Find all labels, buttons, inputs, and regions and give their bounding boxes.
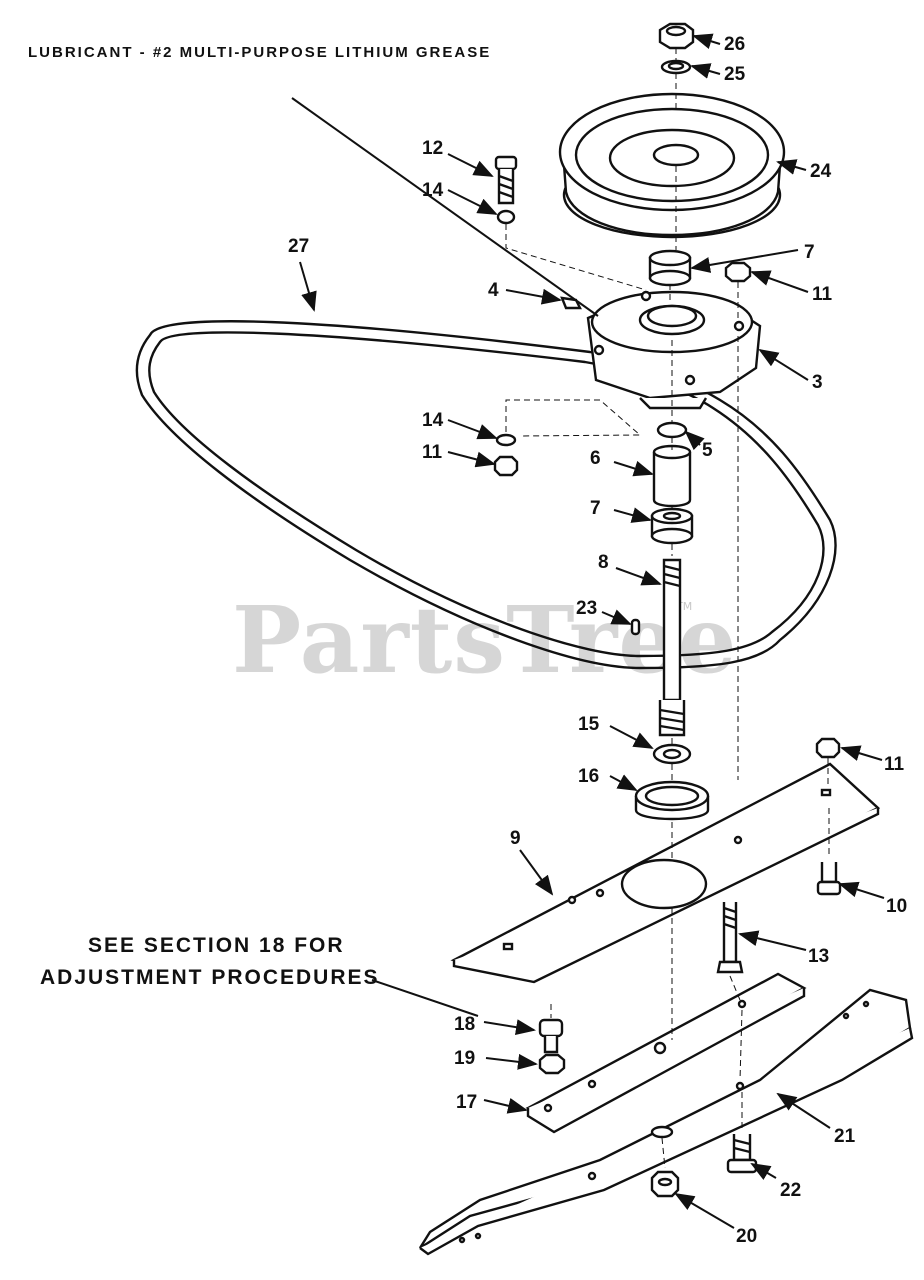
part-20-nut <box>650 1170 680 1198</box>
callout-9: 9 <box>510 828 521 849</box>
part-14-washer-lower <box>495 433 517 447</box>
callout-13: 13 <box>808 946 829 967</box>
part-12-bolt <box>494 155 518 205</box>
part-4-grease-fitting <box>560 296 582 310</box>
part-11-nut-upper <box>724 261 752 283</box>
see-section-note-line1: SEE SECTION 18 FOR <box>88 934 345 957</box>
part-13-bolt <box>716 902 744 974</box>
callout-16: 16 <box>578 766 599 787</box>
part-5-snap-ring <box>656 421 688 439</box>
callout-5: 5 <box>702 440 713 461</box>
callout-27: 27 <box>288 236 309 257</box>
callout-10: 10 <box>886 896 907 917</box>
part-10-bolt <box>816 862 842 896</box>
part-9-plate <box>450 762 881 984</box>
callout-22: 22 <box>780 1180 801 1201</box>
assembly-guide-lines <box>505 48 830 1169</box>
part-7-bearing-upper <box>648 249 692 287</box>
callout-labels: 26 25 24 12 14 27 7 4 11 3 14 11 5 6 7 8… <box>288 34 907 1247</box>
callout-14: 14 <box>422 180 444 201</box>
callout-11: 11 <box>812 284 833 305</box>
watermark-text: PartsTree <box>232 586 738 694</box>
part-27-belt <box>135 320 837 670</box>
part-3-housing <box>586 290 762 410</box>
part-24-pulley <box>558 92 786 239</box>
part-14-washer-upper <box>496 209 516 225</box>
part-21-blade <box>418 988 914 1256</box>
part-26-nut <box>658 22 695 50</box>
part-17-stiffener <box>525 972 807 1134</box>
callout-11: 11 <box>422 442 443 463</box>
see-section-note-line2: ADJUSTMENT PROCEDURES <box>40 966 380 989</box>
part-11-nut-lower <box>493 455 519 477</box>
callout-15: 15 <box>578 714 600 735</box>
part-6-spacer <box>652 444 692 508</box>
callout-7: 7 <box>590 498 601 519</box>
part-11-nut-right <box>815 737 841 759</box>
part-25-washer <box>660 59 692 75</box>
callout-12: 12 <box>422 138 443 159</box>
part-23-key <box>630 618 641 636</box>
callout-7: 7 <box>804 242 815 263</box>
callout-19: 19 <box>454 1048 475 1069</box>
part-18-bolt <box>538 1018 564 1054</box>
callout-11: 11 <box>884 754 905 775</box>
callout-24: 24 <box>810 161 832 182</box>
part-22-bolt <box>726 1134 758 1174</box>
callout-8: 8 <box>598 552 609 573</box>
callout-26: 26 <box>724 34 745 55</box>
callout-3: 3 <box>812 372 823 393</box>
callout-14: 14 <box>422 410 444 431</box>
callout-23: 23 <box>576 598 597 619</box>
part-16-blade-adapter <box>634 780 710 821</box>
callout-21: 21 <box>834 1126 856 1147</box>
callout-25: 25 <box>724 64 746 85</box>
part-7-bearing-lower <box>650 507 694 545</box>
part-15-washer <box>652 743 692 765</box>
callout-17: 17 <box>456 1092 477 1113</box>
part-8-shaft <box>658 558 686 737</box>
lubricant-note: LUBRICANT - #2 MULTI-PURPOSE LITHIUM GRE… <box>28 44 492 61</box>
callout-6: 6 <box>590 448 601 469</box>
callout-20: 20 <box>736 1226 757 1247</box>
note-leader-lines <box>291 97 599 1017</box>
callout-18: 18 <box>454 1014 475 1035</box>
part-19-lockwasher <box>538 1053 566 1075</box>
callout-4: 4 <box>488 280 499 301</box>
leader-lines <box>299 33 885 1229</box>
